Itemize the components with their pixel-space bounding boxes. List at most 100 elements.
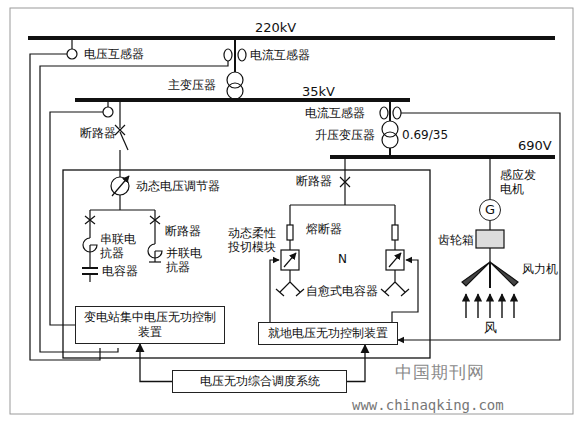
connector-arrow [140, 344, 172, 382]
capacitor-bank [381, 270, 409, 296]
wind-arrows [513, 294, 514, 318]
fuse-symbol [287, 225, 293, 240]
control-box: 就地电压无功控制装置 [258, 322, 398, 345]
part-label: 35kV [302, 84, 335, 100]
wiring [389, 100, 391, 121]
signal-wire [50, 112, 103, 325]
wiring [90, 209, 155, 210]
part-label: 电流互感器 [250, 48, 310, 62]
breaker-symbol [115, 125, 125, 135]
node-text: 电压无功综合调度系统 [200, 374, 320, 389]
wiring [112, 176, 129, 196]
control-wire [270, 260, 279, 322]
part-label: 动态电压调节器 [136, 179, 220, 193]
wind-arrows [465, 294, 466, 318]
switch-blade [120, 132, 128, 150]
wiring [394, 205, 395, 225]
wiring [154, 210, 155, 244]
breaker-symbol [340, 177, 350, 187]
part-label: 220kV [255, 20, 296, 36]
part-label: 风力机 [522, 262, 558, 276]
voltage-regulator [111, 177, 129, 195]
breaker-symbol [150, 216, 160, 224]
voltage-transformer [103, 107, 113, 117]
wiring [28, 38, 560, 360]
watermark: www.chinaqking.com [352, 397, 504, 414]
wiring [489, 221, 490, 230]
wiring [154, 251, 155, 262]
wiring [149, 261, 161, 262]
wiring [289, 240, 290, 250]
part-label: 自愈式电容器 [306, 284, 378, 298]
wiring [234, 38, 236, 72]
watermark: 中国期刊网 [395, 362, 485, 382]
part-label: 断路器 [80, 126, 116, 140]
part-label: 动态柔性投切模块 [228, 226, 278, 255]
part-label: 电容器 [102, 264, 138, 278]
step-up-transformer [382, 132, 398, 148]
part-label: 电流互感器 [305, 106, 365, 120]
part-label: 690V [518, 138, 552, 154]
part-label: 齿轮箱 [438, 233, 474, 247]
wiring [89, 274, 90, 282]
wiring [89, 210, 90, 238]
wiring [89, 245, 90, 268]
control-wire [392, 260, 418, 322]
part-label: 串联电抗器 [100, 232, 140, 261]
wind-arrows [501, 294, 502, 318]
part-label: 感应发电机 [500, 168, 540, 197]
wiring [119, 150, 120, 177]
part-label: 断路器 [296, 174, 332, 188]
part-label: 主变压器 [168, 78, 216, 92]
connector-arrow [347, 345, 365, 382]
switching-module [386, 250, 404, 270]
node-text: G [485, 202, 495, 218]
wiring [289, 205, 290, 225]
part-label: 熔断器 [306, 222, 342, 236]
frame [10, 8, 573, 414]
part-label: N [338, 252, 347, 266]
generator-circle: G [479, 199, 501, 221]
wiring [489, 248, 490, 262]
wiring [489, 157, 490, 199]
wiring [119, 100, 120, 128]
station-outline [63, 170, 430, 358]
wiring [107, 100, 108, 107]
wind-arrows [466, 294, 514, 318]
capacitor-bank [276, 270, 304, 296]
part-label: 断路器 [165, 224, 201, 238]
wiring [119, 195, 120, 210]
wind-arrows [489, 294, 490, 318]
part-label: 并联电抗器 [166, 246, 206, 275]
wiring [394, 240, 395, 250]
control-box: 变电站集中电压无功控制装置 [75, 306, 225, 344]
wind-arrows [477, 294, 478, 318]
main-transformer [227, 83, 243, 99]
wiring [71, 38, 72, 49]
voltage-transformer [67, 49, 77, 59]
part-label: 0.69/35 [402, 128, 448, 142]
current-transformer [224, 49, 232, 61]
capacitor-symbol [82, 267, 98, 269]
wiring [290, 204, 395, 205]
wiring [284, 253, 296, 267]
fuse-symbol [392, 225, 398, 240]
switching-module [281, 250, 299, 270]
signal-wire [398, 113, 560, 340]
current-transformer [380, 107, 388, 119]
current-transformer [393, 107, 401, 119]
control-box: 电压无功综合调度系统 [172, 370, 347, 393]
current-transformer [238, 49, 246, 61]
bus-220kv [28, 36, 555, 40]
breaker-symbol [85, 216, 95, 224]
part-label: 电压互感器 [84, 47, 144, 61]
signal-wire [40, 61, 228, 352]
bus-690v [330, 155, 555, 159]
bus-35kv [75, 98, 410, 102]
gearbox [476, 230, 504, 248]
node-text: 变电站集中电压无功控制装置 [80, 310, 220, 340]
turbine-tower [489, 262, 491, 288]
wiring [389, 253, 401, 267]
part-label: 升压变压器 [315, 128, 375, 142]
